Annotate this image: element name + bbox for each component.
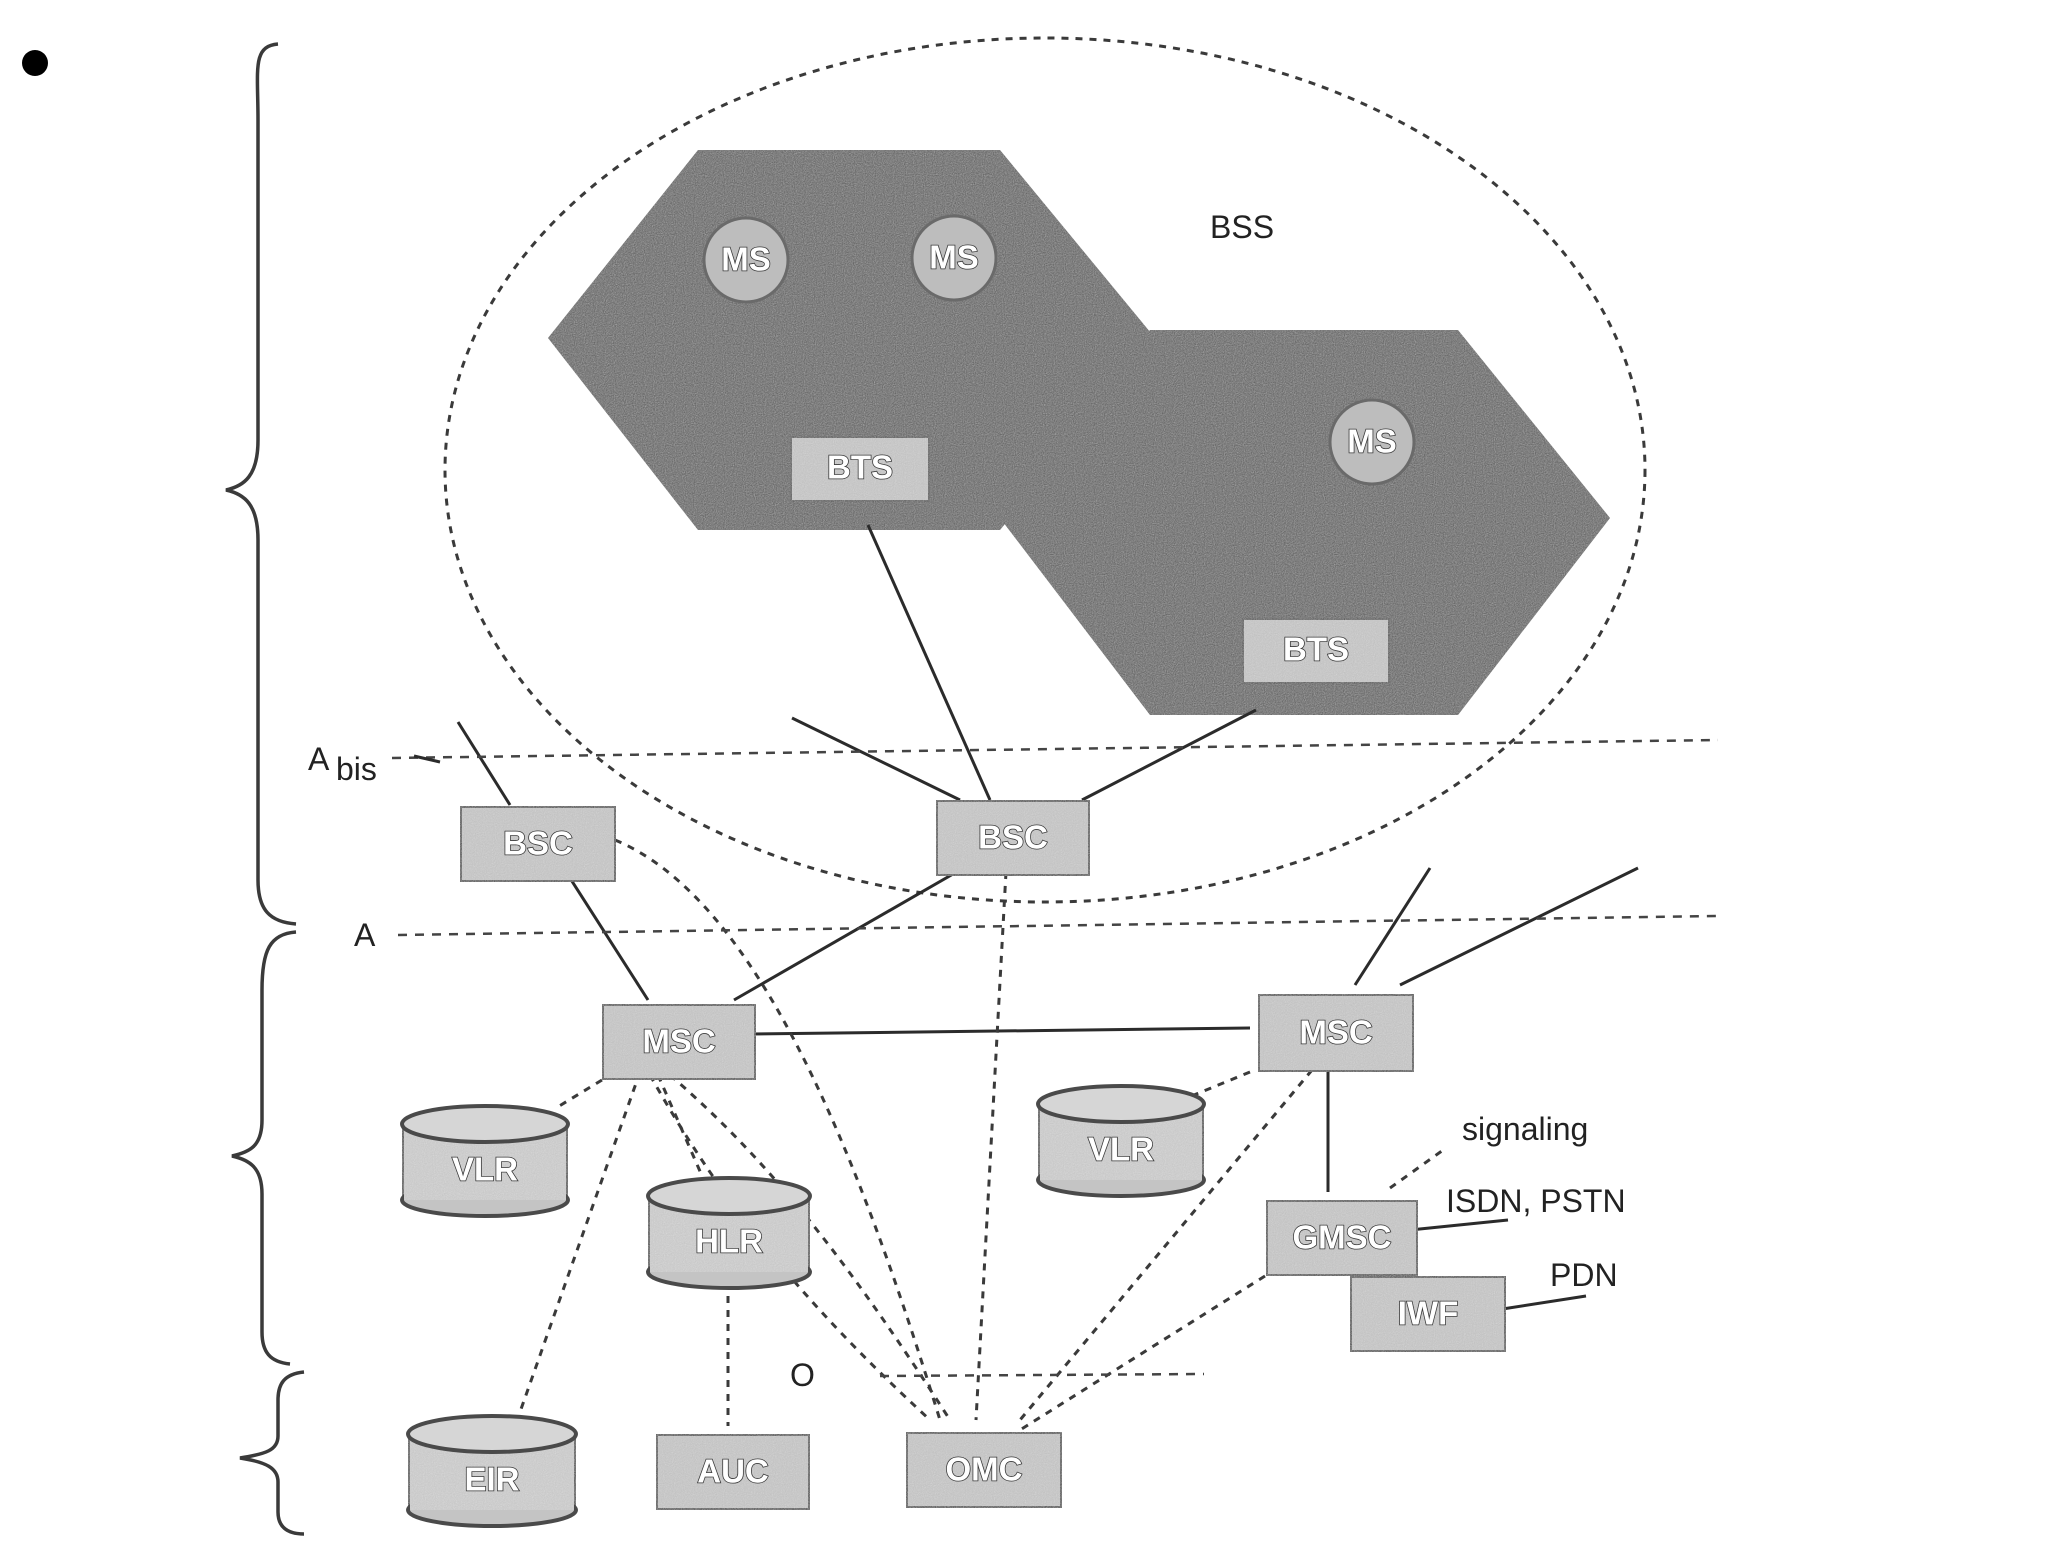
solid-links (456, 524, 1639, 1312)
ms-1-label: MS (721, 241, 771, 278)
ms-3: MS (1328, 398, 1416, 486)
brace-oss (239, 1370, 305, 1536)
vlr-1-label: VLR (452, 1151, 518, 1188)
omc: OMC (904, 1430, 1064, 1510)
eir: EIR (406, 1414, 578, 1528)
auc: AUC (654, 1432, 812, 1512)
ms-1: MS (702, 216, 790, 304)
vlr-2: VLR (1036, 1084, 1206, 1198)
brace-nss (231, 930, 297, 1366)
bts-2: BTS (1240, 616, 1392, 686)
bsc-1: BSC (458, 804, 618, 884)
bsc-1-label: BSC (503, 825, 573, 862)
gmsc-label: GMSC (1293, 1219, 1392, 1256)
dashed-links (518, 838, 1447, 1432)
bss-boundary (443, 36, 1647, 904)
msc-1-label: MSC (642, 1023, 715, 1060)
msc-2: MSC (1256, 992, 1416, 1074)
hlr: HLR (646, 1176, 812, 1290)
ms-2: MS (910, 214, 998, 302)
interface-lines (391, 738, 1719, 1378)
abis-subscript: bis (336, 751, 377, 787)
bsc-2: BSC (934, 798, 1092, 878)
ms-2-label: MS (929, 239, 979, 276)
bsc-2-label: BSC (978, 819, 1048, 856)
iwf: IWF (1348, 1274, 1508, 1354)
brace-bss (225, 42, 297, 926)
bss-label: BSS (1210, 209, 1274, 245)
bts-2-label: BTS (1283, 631, 1349, 668)
auc-label: AUC (697, 1453, 769, 1490)
a-interface-label: A (354, 917, 376, 953)
left-braces (225, 42, 305, 1536)
bullet-point (22, 50, 48, 76)
vlr-1: VLR (400, 1104, 570, 1218)
hlr-label: HLR (695, 1223, 763, 1260)
gmsc: GMSC (1264, 1198, 1420, 1278)
isdn-pstn-label: ISDN, PSTN (1446, 1183, 1626, 1219)
omc-label: OMC (946, 1451, 1023, 1488)
vlr-2-label: VLR (1088, 1131, 1154, 1168)
eir-label: EIR (464, 1461, 519, 1498)
o-interface-label: O (790, 1357, 815, 1393)
signaling-label: signaling (1462, 1111, 1588, 1147)
bts-1: BTS (788, 434, 932, 504)
cell-1 (548, 150, 1155, 530)
msc-2-label: MSC (1299, 1014, 1372, 1051)
iwf-label: IWF (1398, 1295, 1458, 1332)
cell-2 (1000, 330, 1610, 715)
ms-3-label: MS (1347, 423, 1397, 460)
msc-1: MSC (600, 1002, 758, 1082)
cells (548, 150, 1610, 715)
pdn-label: PDN (1550, 1257, 1618, 1293)
bts-1-label: BTS (827, 449, 893, 486)
abis-label: A (308, 741, 330, 777)
